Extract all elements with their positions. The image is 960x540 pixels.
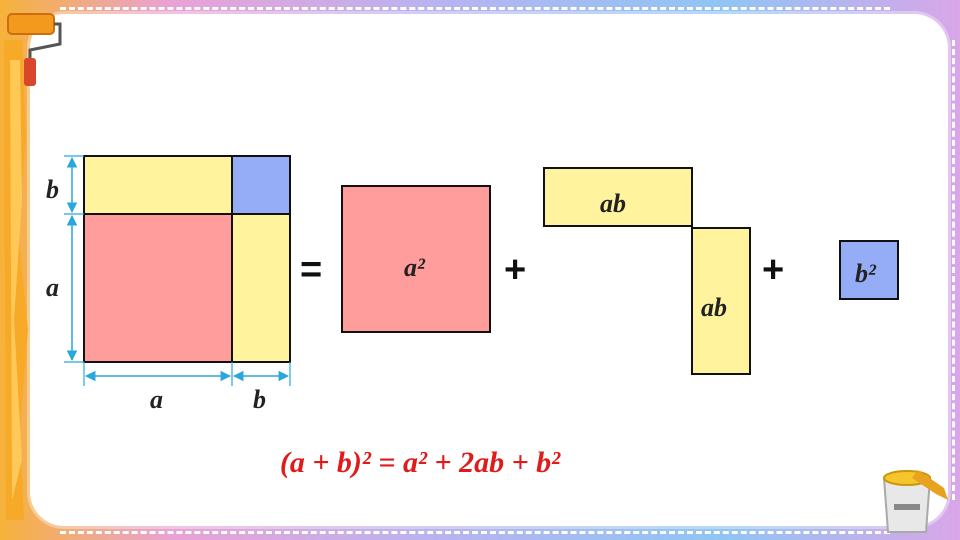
a-squared-square (341, 185, 491, 333)
composite-top-ab-region (83, 155, 233, 215)
composite-a-squared-region (83, 213, 233, 363)
expansion-formula: (a + b)² = a² + 2ab + b² (279, 446, 561, 479)
dashed-border-top (60, 7, 890, 10)
bottom-label-a: a (150, 385, 163, 414)
composite-square (83, 155, 291, 363)
paint-roller-icon (7, 13, 62, 86)
dimension-lines (64, 155, 291, 386)
b-squared-label: b² (855, 259, 877, 288)
bottom-label-b: b (253, 385, 266, 414)
composite-right-ab-region (231, 213, 291, 363)
ab-horizontal-label: ab (600, 189, 626, 218)
paint-bucket-icon (882, 470, 948, 533)
plus-sign-1: + (504, 249, 526, 291)
side-label-b: b (46, 175, 59, 204)
ab-vertical-rectangle (691, 227, 751, 375)
paint-strokes-decoration (4, 40, 28, 520)
composite-b-squared-region (231, 155, 291, 215)
dashed-border-right (952, 40, 955, 500)
ab-horizontal-rectangle (543, 167, 693, 227)
ab-vertical-label: ab (701, 293, 727, 322)
a-squared-label: a² (404, 253, 426, 282)
equals-sign: = (300, 249, 322, 291)
plus-sign-2: + (762, 249, 784, 291)
dashed-border-bottom (60, 531, 890, 534)
side-label-a: a (46, 273, 59, 302)
b-squared-square (839, 240, 899, 300)
